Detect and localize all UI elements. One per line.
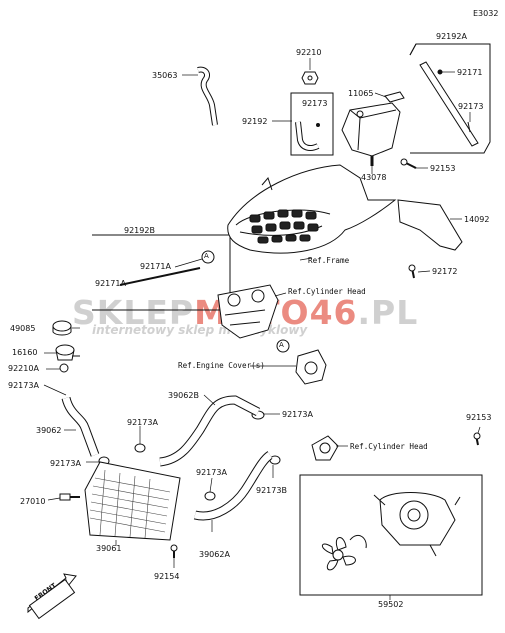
clamp-92173A-d	[134, 443, 146, 453]
label-39062B: 39062B	[168, 391, 199, 400]
side-panel-14092	[397, 199, 463, 251]
ref-engine-cover: Ref.Engine Cover(s)	[178, 361, 265, 370]
hose-35063	[197, 66, 218, 126]
label-49085: 49085	[10, 324, 36, 333]
label-92173A-e: 92173A	[196, 468, 227, 477]
water-pump-housing	[217, 284, 279, 339]
clamp-92173A-e	[204, 491, 216, 501]
label-16160: 16160	[12, 348, 38, 357]
screw-92172	[408, 264, 416, 279]
bolt-92154	[170, 544, 178, 558]
label-39062A: 39062A	[199, 550, 230, 559]
stay-bar-92192A	[419, 61, 479, 147]
pump-cover	[295, 349, 327, 385]
label-92171A: 92171A	[140, 262, 171, 271]
rod-92171A	[119, 267, 201, 286]
label-27010: 27010	[20, 497, 46, 506]
callout-a-1: A	[204, 252, 209, 260]
label-92153-top: 92153	[430, 164, 456, 173]
label-43078: 43078	[361, 173, 387, 182]
label-92171: 92171	[457, 68, 483, 77]
label-92173A-d: 92173A	[50, 459, 81, 468]
nut-92210A	[59, 363, 69, 373]
label-35063: 35063	[152, 71, 178, 80]
nut-92210	[301, 71, 319, 85]
ref-frame: Ref.Frame	[308, 256, 350, 265]
label-39062: 39062	[36, 426, 62, 435]
label-92154: 92154	[154, 572, 180, 581]
bolt-92153-right	[473, 432, 481, 446]
cap-11065	[384, 91, 405, 103]
label-59502: 59502	[378, 600, 404, 609]
ref-cylinder-head-top: Ref.Cylinder Head	[288, 287, 366, 296]
label-92173-right: 92173	[458, 102, 484, 111]
reservoir-tank-43078	[341, 91, 405, 166]
label-92173-top: 92173	[302, 99, 328, 108]
radiator-39061	[84, 461, 181, 541]
thermostat-cover	[311, 435, 339, 461]
label-11065: 11065	[348, 89, 374, 98]
ref-cylinder-head-right: Ref.Cylinder Head	[350, 442, 428, 451]
leader-lines	[43, 58, 481, 600]
filler-neck-16160	[55, 344, 80, 361]
hose-39062B	[159, 395, 261, 467]
diagram-code: E3032	[473, 9, 499, 18]
label-92153-right: 92153	[466, 413, 492, 422]
bracket-box-92192B	[92, 234, 231, 311]
label-92173B: 92173B	[256, 486, 287, 495]
label-92173A-a: 92173A	[8, 381, 39, 390]
label-92192A: 92192A	[436, 32, 467, 41]
label-39061: 39061	[96, 544, 122, 553]
label-92172: 92172	[432, 267, 458, 276]
bracket-box-92192	[290, 92, 334, 156]
clamp-92173B	[269, 455, 281, 465]
front-direction-arrow	[27, 573, 77, 620]
screw-92153-top	[400, 158, 417, 169]
callout-circle-a-1	[201, 250, 215, 264]
label-92171A-b: 92171A	[95, 279, 126, 288]
label-92192: 92192	[242, 117, 268, 126]
callout-a-2: A	[279, 341, 284, 349]
label-14092: 14092	[464, 215, 490, 224]
bracket-box-59502	[299, 474, 483, 596]
label-92210A: 92210A	[8, 364, 39, 373]
fan-assembly-59502	[321, 492, 461, 571]
hose-39062A	[193, 451, 273, 521]
label-92173A-b: 92173A	[282, 410, 313, 419]
frame-cover	[227, 164, 397, 254]
label-92192B: 92192B	[124, 226, 155, 235]
label-92173A-c: 92173A	[127, 418, 158, 427]
hose-39062	[61, 396, 100, 457]
radiator-cap-49085	[52, 320, 72, 336]
label-92210: 92210	[296, 48, 322, 57]
callout-circle-a-2	[276, 339, 290, 353]
fan-switch-27010	[59, 493, 80, 501]
